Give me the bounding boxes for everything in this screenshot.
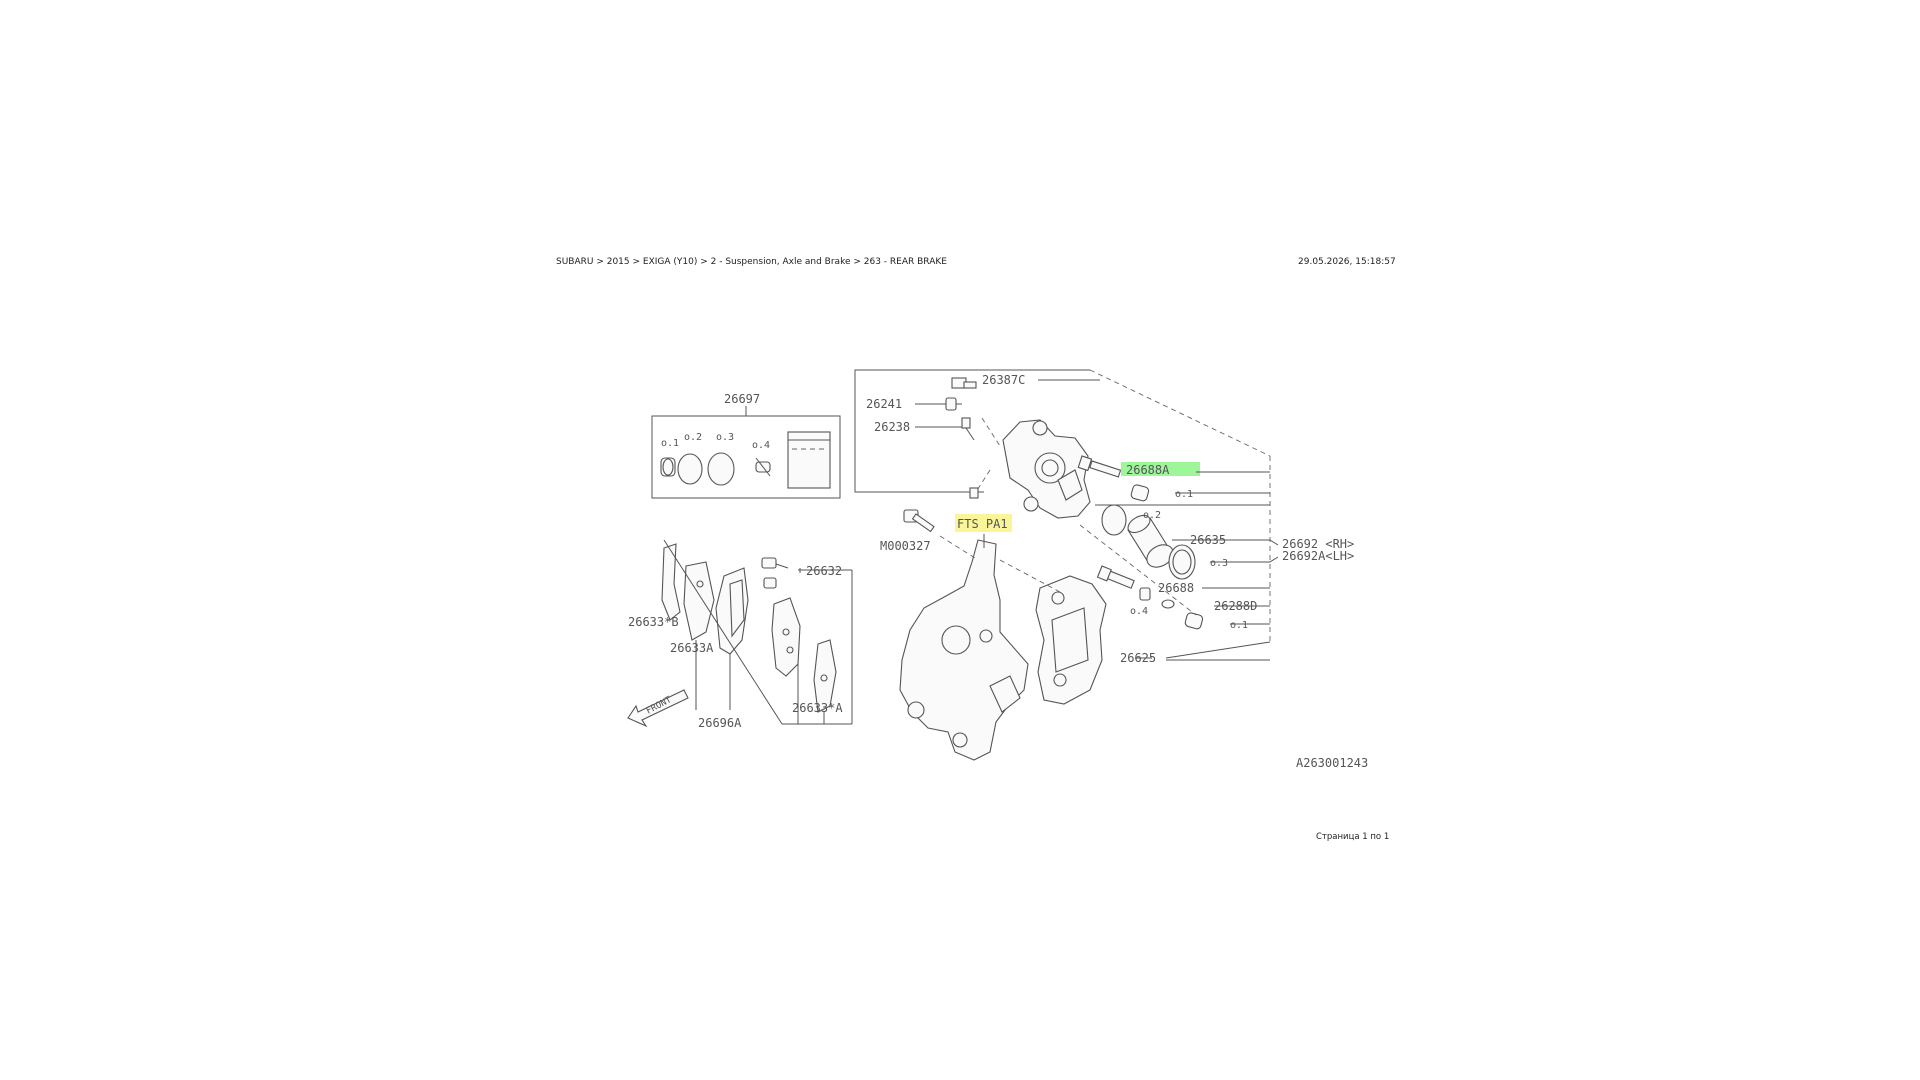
diagram-id: A263001243 (1296, 756, 1368, 770)
label-26633a: 26633A (670, 641, 714, 655)
label-kit-o3: o.3 (716, 432, 734, 443)
guide-pin-26688 (1096, 565, 1135, 589)
caliper-body (1002, 419, 1091, 519)
label-o4: o.4 (1130, 606, 1148, 617)
label-26387c: 26387C (982, 373, 1025, 387)
label-26633sa: 26633*A (792, 701, 843, 715)
bolt-26387c (951, 377, 977, 389)
piston-seal-o2 (1101, 504, 1127, 536)
boot-o1-lower (1184, 612, 1204, 630)
caliper-bolt-lower (969, 487, 979, 499)
caliper-box-outline (854, 369, 1090, 493)
label-26688: 26688 (1158, 581, 1194, 595)
pad-shim-26633sa (813, 639, 837, 713)
label-26696a: 26696A (698, 716, 742, 730)
breadcrumb: SUBARU > 2015 > EXIGA (Y10) > 2 - Suspen… (556, 257, 947, 267)
pad-shim-26633b (661, 543, 681, 621)
bolt-m000327 (903, 509, 935, 533)
label-m000327: M000327 (880, 539, 931, 553)
label-o1-upper: o.1 (1175, 489, 1193, 500)
pin-bushing-26288d (1139, 587, 1151, 601)
label-o2: o.2 (1143, 510, 1161, 521)
label-26238: 26238 (874, 420, 910, 434)
label-26692a-lh: 26692A<LH> (1282, 549, 1354, 563)
guide-pin-26688a (1077, 455, 1122, 478)
pad-clip-26632 (761, 557, 789, 589)
kit-part-pin-4 (755, 457, 771, 477)
highlight-fts-pa1 (955, 514, 1012, 532)
piston-26635 (1127, 514, 1174, 568)
pad-shim-26633a (683, 561, 715, 641)
brake-pad-inner (771, 597, 801, 677)
boot-o1-upper (1130, 484, 1150, 502)
label-26633b: 26633*B (628, 615, 679, 629)
label-26688a: 26688A (1126, 463, 1170, 477)
label-26635: 26635 (1190, 533, 1226, 547)
front-arrow-icon (627, 689, 689, 728)
label-26697: 26697 (724, 392, 760, 406)
brake-pad-outer-26696a (715, 567, 749, 655)
grease-pack (787, 431, 831, 489)
label-front: FRONT (645, 695, 674, 717)
label-o1-lower: o.1 (1230, 620, 1248, 631)
label-26241: 26241 (866, 397, 902, 411)
label-26632: 26632 (806, 564, 842, 578)
print-datetime: 29.05.2026, 15:18:57 (1298, 257, 1396, 267)
kit-part-ring-3 (707, 452, 735, 486)
page-counter: Страница 1 по 1 (1316, 832, 1390, 842)
label-26625: 26625 (1120, 651, 1156, 665)
bleeder-26238 (961, 417, 975, 441)
label-kit-o1: o.1 (661, 438, 679, 449)
highlight-26688a (1121, 462, 1200, 476)
boot-o4 (1161, 599, 1175, 609)
caliper-support-26625 (1035, 575, 1107, 705)
label-ftspa1: FTS PA1 (957, 517, 1008, 531)
label-kit-o4: o.4 (752, 440, 770, 451)
knuckle (899, 539, 1029, 761)
label-kit-o2: o.2 (684, 432, 702, 443)
bushing-26241 (945, 397, 957, 411)
label-26692-rh: 26692 <RH> (1282, 537, 1354, 551)
kit-part-seal-1 (660, 457, 676, 477)
label-26288d: 26288D (1214, 599, 1257, 613)
label-o3: o.3 (1210, 558, 1228, 569)
kit-part-ring-2 (677, 453, 703, 485)
